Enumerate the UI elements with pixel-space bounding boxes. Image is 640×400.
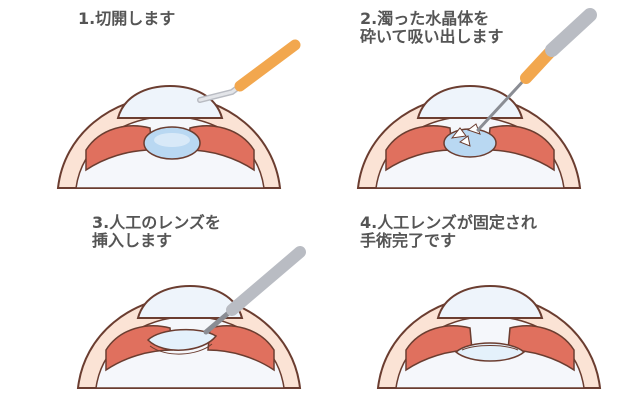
step-1-title: 1.切開します xyxy=(78,9,176,28)
step-4-panel: 4.人工レンズが固定され 手術完了です xyxy=(320,200,640,400)
phaco-probe-icon xyxy=(476,8,597,132)
step-2-illustration xyxy=(356,8,597,189)
scalpel-icon xyxy=(197,39,301,103)
step-3-panel: 3.人工のレンズを 挿入します xyxy=(0,200,320,400)
step-4-illustration xyxy=(376,284,602,389)
step-4-title: 4.人工レンズが固定され 手術完了です xyxy=(360,213,537,250)
eye-cross-section xyxy=(376,284,602,389)
implanted-lens xyxy=(454,342,526,362)
lens-injector-icon xyxy=(203,246,306,335)
step-1-illustration xyxy=(56,39,301,189)
step-1-panel: 1.切開します xyxy=(0,0,320,200)
intraocular-lens xyxy=(146,328,218,355)
step-3-title: 3.人工のレンズを 挿入します xyxy=(92,213,221,250)
step-3-illustration xyxy=(76,246,306,389)
step-2-panel: 2.濁った水晶体を 砕いて吸い出します xyxy=(320,0,640,200)
natural-lens xyxy=(143,126,201,160)
step-2-title: 2.濁った水晶体を 砕いて吸い出します xyxy=(360,9,504,46)
eye-cross-section xyxy=(76,284,302,389)
